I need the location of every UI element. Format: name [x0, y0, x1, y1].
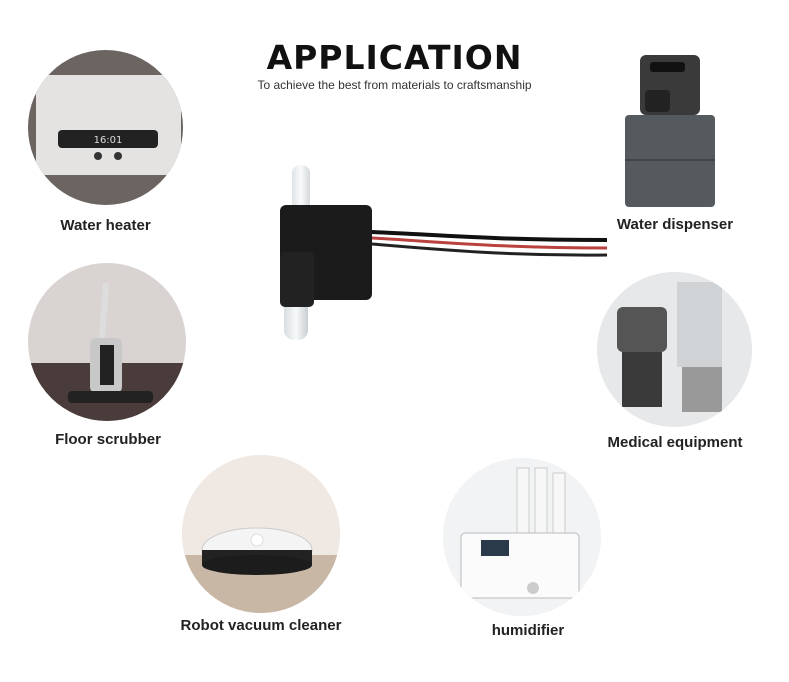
water-dispenser-label: Water dispenser — [616, 216, 734, 233]
page-title: APPLICATION — [266, 38, 523, 77]
floor-scrubber-label: Floor scrubber — [55, 431, 161, 448]
robot-vacuum-icon — [182, 455, 340, 613]
water-heater-icon: 16:01 — [28, 50, 183, 205]
water-heater-label: Water heater — [60, 217, 151, 234]
robot-vacuum-label: Robot vacuum cleaner — [180, 617, 342, 634]
svg-text:16:01: 16:01 — [94, 135, 123, 146]
medical-equipment-icon — [597, 272, 752, 427]
floor-scrubber-icon — [28, 263, 186, 421]
water-dispenser-icon — [610, 50, 730, 210]
product-sensor-image — [262, 160, 607, 350]
humidifier-icon — [443, 458, 601, 616]
humidifier-label: humidifier — [491, 622, 565, 639]
page-subtitle: To achieve the best from materials to cr… — [257, 78, 532, 92]
medical-equipment-label: Medical equipment — [607, 434, 743, 451]
